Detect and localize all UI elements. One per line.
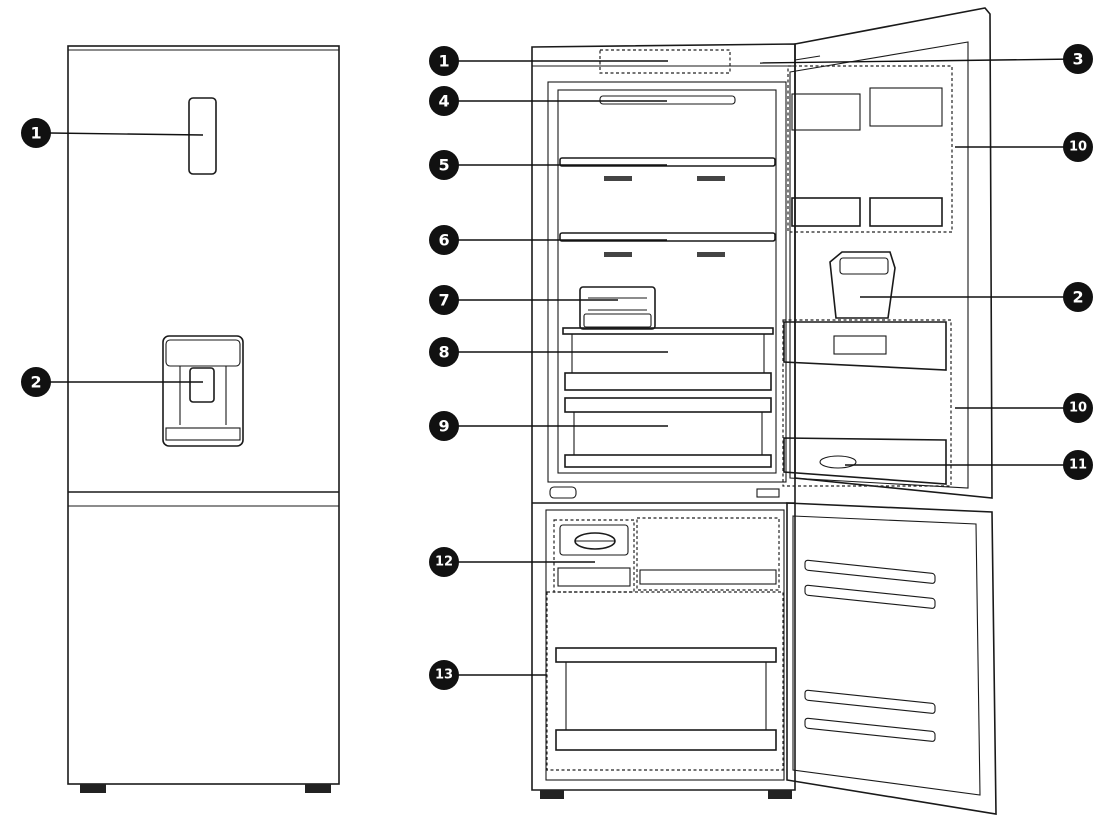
freezer-interior [545, 509, 785, 781]
svg-text:11: 11 [1069, 458, 1087, 473]
lower-door [786, 502, 997, 815]
callout-badge: 1 [429, 46, 459, 76]
callout-badge: 2 [21, 367, 51, 397]
svg-text:1: 1 [30, 124, 41, 143]
callout-badge: 11 [1063, 450, 1093, 480]
svg-text:7: 7 [438, 291, 449, 310]
svg-text:10: 10 [1069, 401, 1087, 416]
callout-badge: 8 [429, 337, 459, 367]
svg-text:4: 4 [438, 92, 449, 111]
freezer-drawers [546, 591, 784, 771]
ice-maker-area [553, 517, 780, 593]
open-fridge [458, 7, 1078, 815]
shelf-upper [559, 157, 776, 181]
svg-text:13: 13 [435, 668, 453, 683]
svg-text:3: 3 [1072, 50, 1083, 69]
cabinet-body [531, 43, 796, 791]
interior-light [599, 95, 736, 105]
right-foot [305, 784, 331, 793]
svg-text:6: 6 [438, 231, 449, 250]
closed-fridge [49, 45, 340, 793]
svg-text:12: 12 [435, 555, 453, 570]
shelf-middle [559, 232, 776, 257]
callout-badge: 10 [1063, 132, 1093, 162]
left-foot [80, 784, 106, 793]
svg-text:9: 9 [438, 417, 449, 436]
display-panel [188, 97, 217, 175]
callout-badge: 6 [429, 225, 459, 255]
shelf-lower [562, 327, 774, 391]
callout-badge: 12 [429, 547, 459, 577]
svg-text:10: 10 [1069, 140, 1087, 155]
fridge-interior [547, 81, 787, 483]
closed-fridge-body [67, 45, 340, 785]
svg-text:8: 8 [438, 343, 449, 362]
callout-badge: 7 [429, 285, 459, 315]
callout-badge: 5 [429, 150, 459, 180]
callout-badge: 2 [1063, 282, 1093, 312]
callout-badge: 10 [1063, 393, 1093, 423]
callout-badge: 1 [21, 118, 51, 148]
svg-text:2: 2 [1072, 288, 1083, 307]
water-dispenser [162, 335, 244, 447]
svg-text:5: 5 [438, 156, 449, 175]
callout-badge: 3 [1063, 44, 1093, 74]
upper-door [782, 7, 993, 499]
callout-badge: 4 [429, 86, 459, 116]
vegetable-drawer [564, 397, 772, 468]
svg-text:1: 1 [438, 52, 449, 71]
divider-vent [549, 486, 577, 499]
callout-badge: 13 [429, 660, 459, 690]
small-drawer [579, 286, 656, 330]
svg-text:2: 2 [30, 373, 41, 392]
callout-badge: 9 [429, 411, 459, 441]
